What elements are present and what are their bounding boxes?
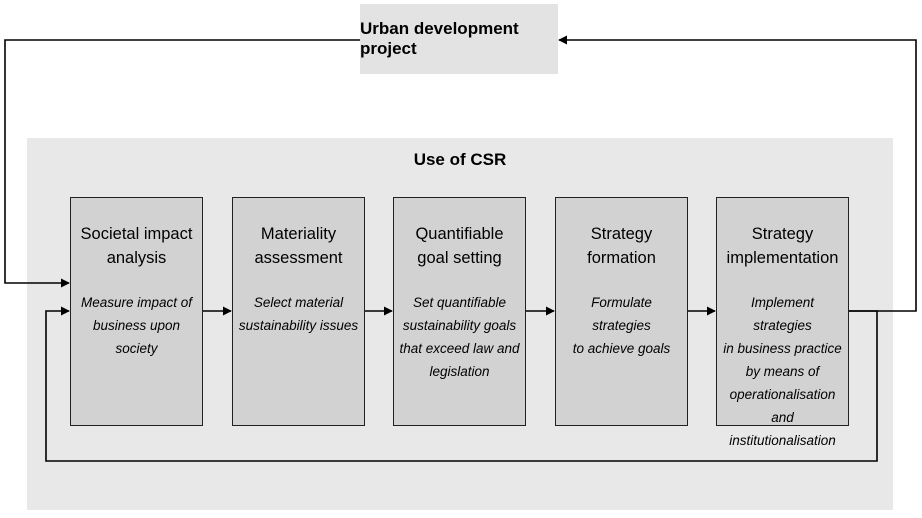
step-title-line: assessment	[254, 249, 343, 267]
step-title: Materiality assessment	[237, 222, 360, 270]
step-box-strategy-implementation: Strategy implementation Implement strate…	[716, 197, 849, 448]
step-title-line: Materiality	[260, 225, 337, 243]
step-title: Strategy implementation	[721, 222, 844, 270]
urban-development-project-box: Urban development project	[360, 4, 558, 74]
step-title-line: goal setting	[417, 249, 502, 267]
step-title: Strategy formation	[560, 222, 683, 270]
step-desc-line: business upon society	[92, 318, 181, 356]
step-title-line: formation	[587, 249, 656, 267]
step-title: Quantifiable goal setting	[398, 222, 521, 270]
step-desc-line: legislation	[429, 364, 490, 379]
step-desc-line: sustainability issues	[238, 318, 359, 333]
step-description: Set quantifiable sustainability goals th…	[398, 291, 521, 383]
step-desc-line: to achieve goals	[572, 341, 671, 356]
step-desc-line: by means of	[745, 364, 820, 379]
step-box-societal-impact-analysis: Societal impact analysis Measure impact …	[70, 197, 203, 426]
step-desc-line: Set quantifiable	[412, 295, 507, 310]
step-desc-line: that exceed law and	[399, 341, 520, 356]
step-title-line: Strategy	[590, 225, 653, 243]
step-title-line: Quantifiable	[415, 225, 504, 243]
step-title-line: Strategy	[751, 225, 814, 243]
step-title-line: implementation	[726, 249, 839, 267]
step-title-line: Societal impact	[80, 225, 193, 243]
top-box-label: Urban development project	[360, 19, 519, 58]
step-title: Societal impact analysis	[75, 222, 198, 270]
step-description: Select material sustainability issues	[237, 291, 360, 337]
step-box-quantifiable-goal-setting: Quantifiable goal setting Set quantifiab…	[393, 197, 526, 426]
step-box-materiality-assessment: Materiality assessment Select material s…	[232, 197, 365, 426]
step-desc-line: Measure impact of	[80, 295, 193, 310]
panel-title: Use of CSR	[413, 150, 507, 169]
step-desc-line: sustainability goals	[402, 318, 517, 333]
step-title-line: analysis	[106, 249, 167, 267]
step-desc-line: Select material	[253, 295, 344, 310]
step-desc-line: institutionalisation	[729, 433, 836, 448]
step-description: Implement strategies in business practic…	[721, 291, 844, 452]
step-desc-line: in business practice	[723, 341, 842, 356]
step-box-strategy-formation: Strategy formation Formulate strategies …	[555, 197, 688, 426]
step-description: Formulate strategies to achieve goals	[560, 291, 683, 360]
step-desc-line: Formulate strategies	[591, 295, 652, 333]
step-desc-line: operationalisation and	[729, 387, 836, 425]
step-description: Measure impact of business upon society	[75, 291, 198, 360]
step-desc-line: Implement strategies	[750, 295, 815, 333]
